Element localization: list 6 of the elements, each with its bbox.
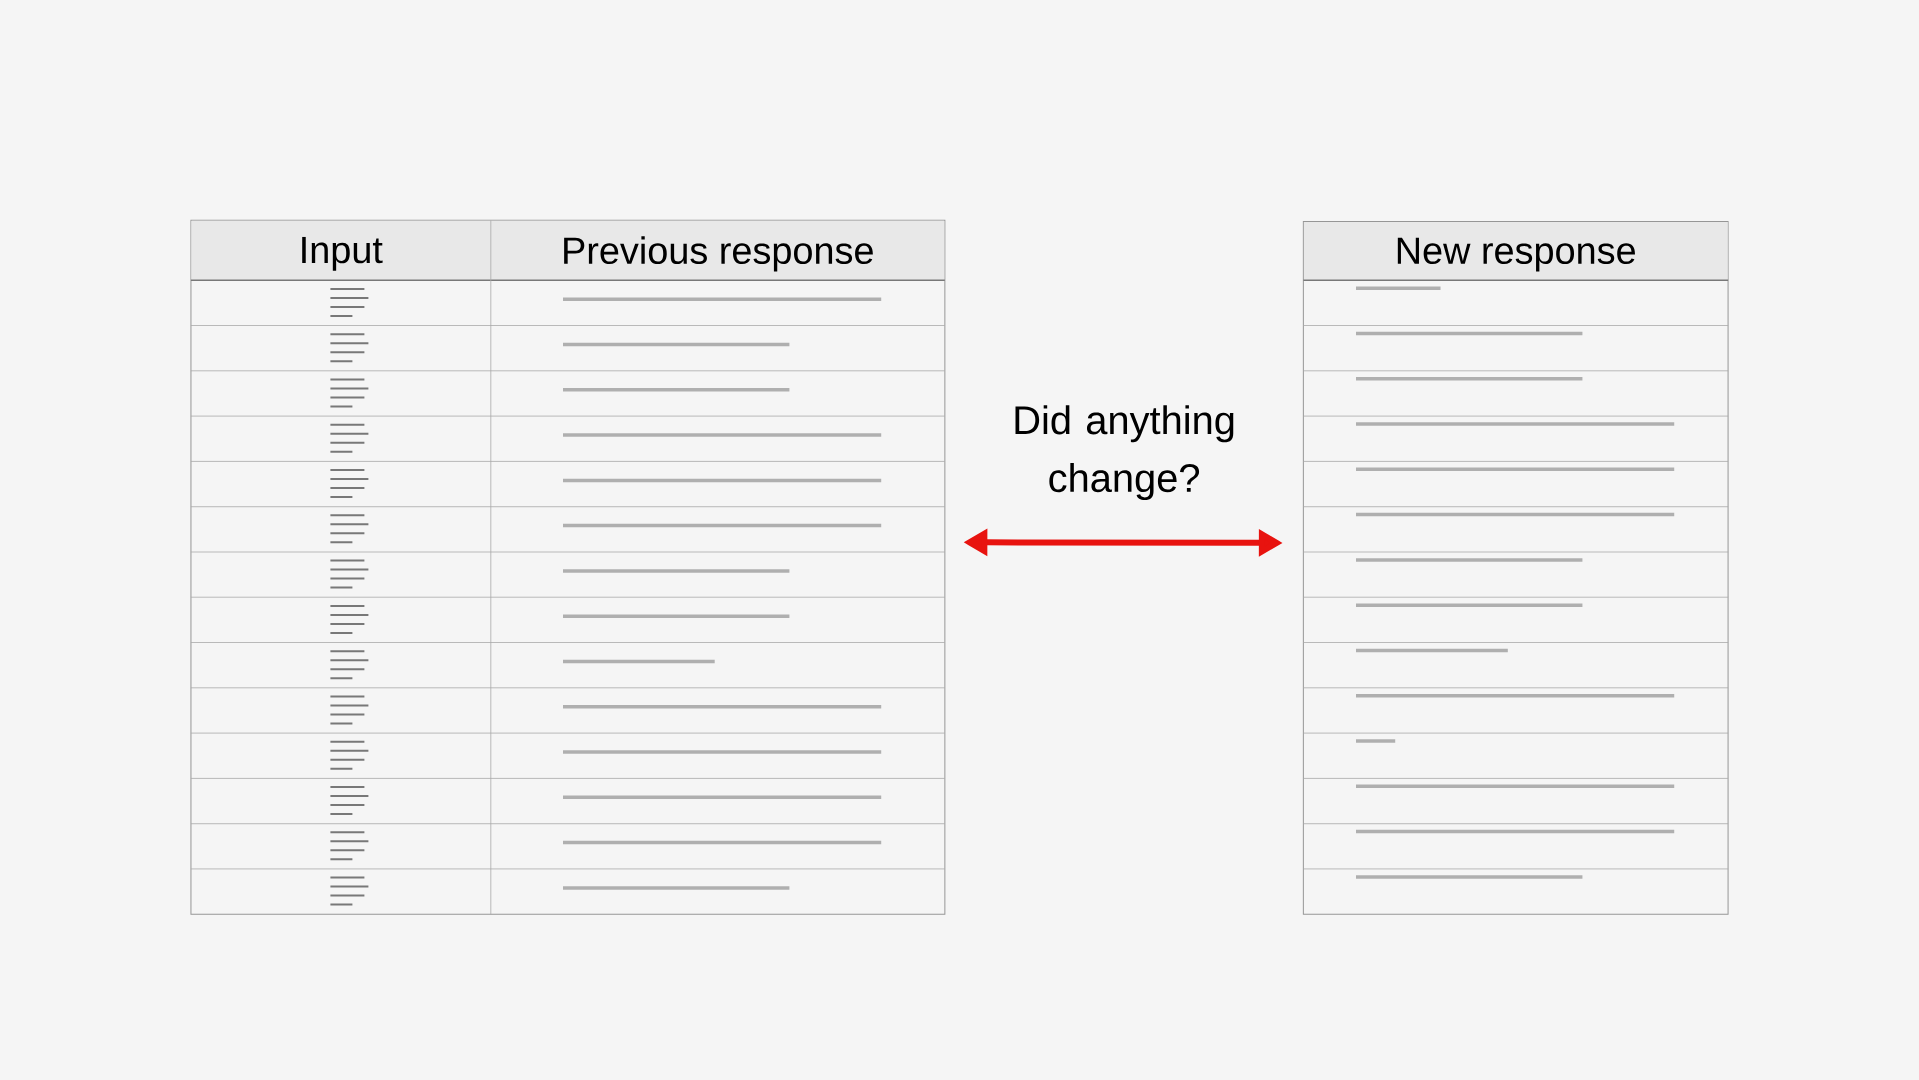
column-header: Previous response [564, 236, 873, 272]
table [1302, 221, 1729, 915]
column-header: New response [1397, 237, 1635, 272]
edge-label: Did anything change? [1015, 405, 1234, 501]
table [190, 219, 946, 915]
column-header: Input [302, 236, 383, 271]
